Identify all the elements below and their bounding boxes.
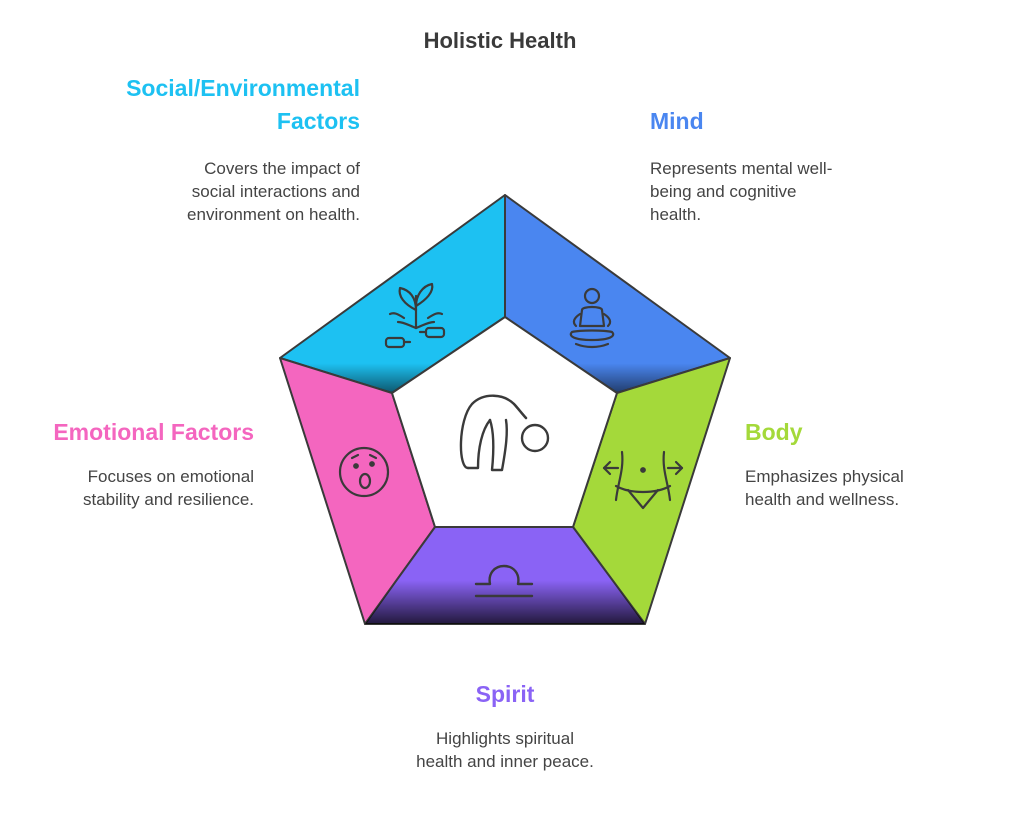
- libra-balance-icon: [474, 564, 534, 598]
- center-pentagon: [391, 316, 618, 528]
- mind-description-line: Represents mental well-: [650, 159, 833, 178]
- body-description: Emphasizes physical health and wellness.: [745, 465, 965, 511]
- emotional-description-line: stability and resilience.: [82, 490, 254, 509]
- segment-spirit-shadow: [365, 527, 645, 624]
- spirit-description: Highlights spiritual health and inner pe…: [355, 727, 655, 773]
- segment-social: [279, 194, 506, 394]
- social-heading-line1: Social/Environmental: [126, 75, 360, 101]
- spirit-description-line: Highlights spiritual: [436, 729, 574, 748]
- waist-measure-icon: [602, 450, 684, 510]
- diagram-title: Holistic Health: [423, 28, 577, 53]
- social-description-line: Covers the impact of: [204, 159, 360, 178]
- segment-mind-shadow: [505, 195, 730, 393]
- body-description-line: health and wellness.: [745, 490, 900, 509]
- mind-description-line: being and cognitive: [650, 182, 797, 201]
- spirit-description-line: health and inner peace.: [416, 752, 594, 771]
- social-description-line: environment on health.: [187, 205, 360, 224]
- mind-description-line: health.: [650, 205, 702, 224]
- social-description: Covers the impact of social interactions…: [140, 157, 360, 226]
- spirit-heading: Spirit: [475, 681, 535, 707]
- emotional-description: Focuses on emotional stability and resil…: [30, 465, 254, 511]
- emotional-description-line: Focuses on emotional: [87, 467, 254, 486]
- surprised-face-icon: [338, 446, 390, 498]
- social-heading-line2: Factors: [276, 108, 360, 134]
- emotional-heading: Emotional Factors: [53, 419, 254, 445]
- body-heading: Body: [745, 419, 803, 445]
- meditation-icon: [569, 287, 615, 349]
- mind-heading: Mind: [650, 108, 704, 134]
- segment-social-shadow: [280, 195, 505, 393]
- social-description-line: social interactions and: [191, 182, 360, 201]
- social-heading: Social/Environmental Factors: [100, 72, 360, 138]
- body-description-line: Emphasizes physical: [745, 467, 904, 486]
- bending-person-icon: [459, 394, 550, 472]
- plant-growth-icon: [384, 282, 446, 349]
- segment-spirit: [364, 526, 646, 625]
- mind-description: Represents mental well- being and cognit…: [650, 157, 870, 226]
